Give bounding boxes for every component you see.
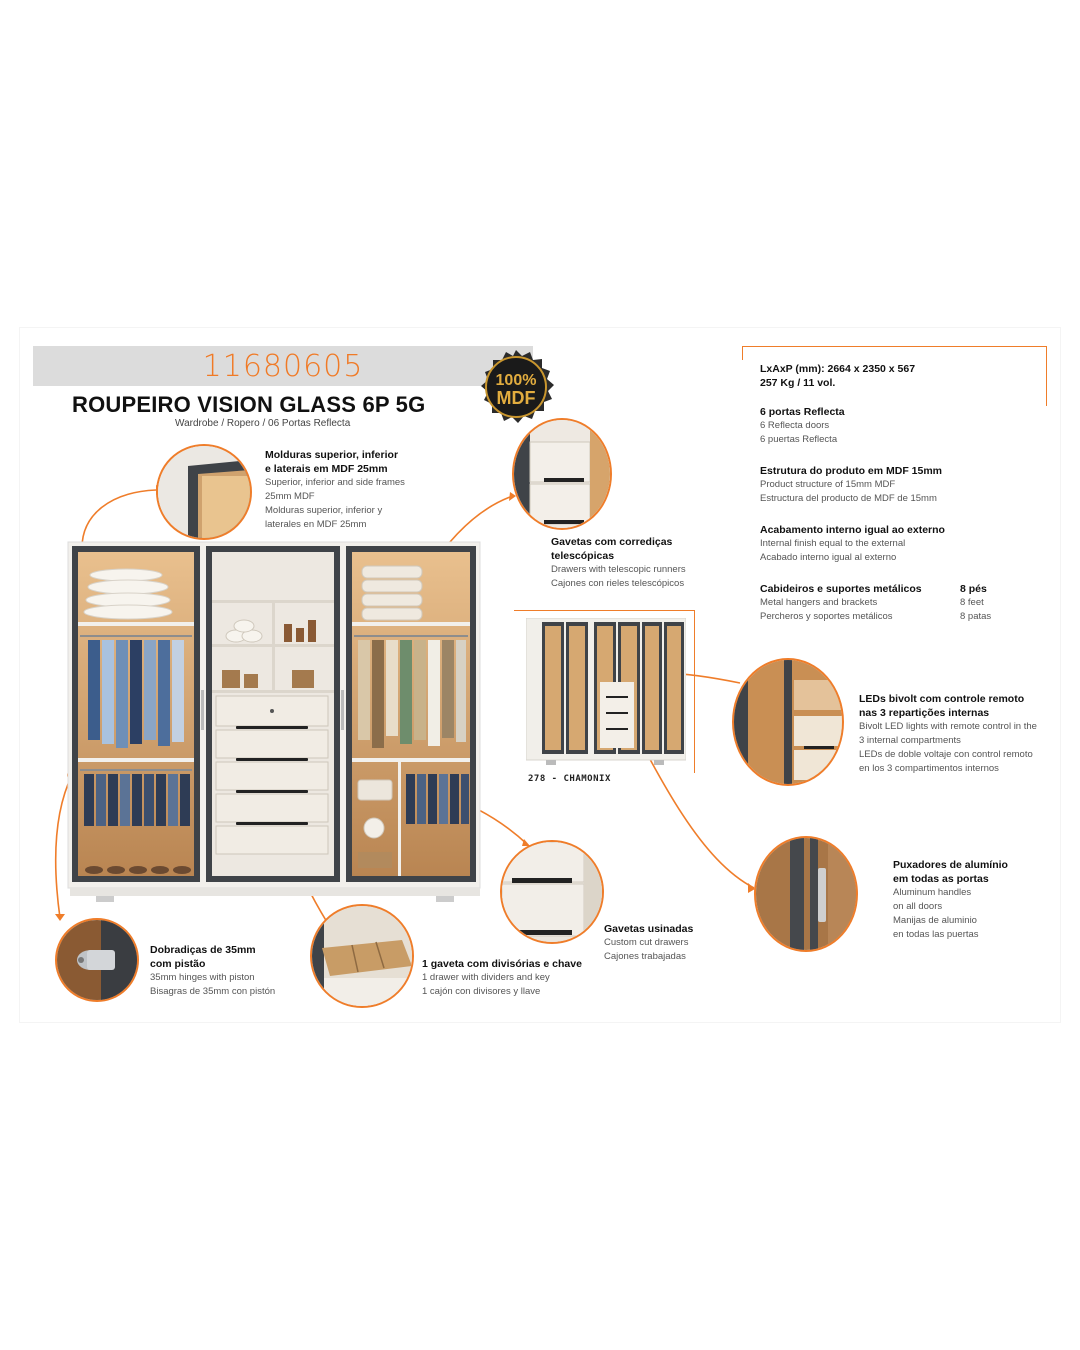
thumbnail-frame xyxy=(514,610,695,773)
handles-detail-photo xyxy=(754,836,858,952)
feature-cut-drawers-line-2: Cajones trabajadas xyxy=(604,951,686,962)
feature-hinges-title-2: com pistão xyxy=(150,958,206,970)
product-title: ROUPEIRO VISION GLASS 6P 5G xyxy=(72,392,426,417)
feature-leds-line-1: Bivolt LED lights with remote control in… xyxy=(859,721,1037,732)
feature-runners: Gavetas com corrediças telescópicas Draw… xyxy=(551,535,686,591)
thumbnail-caption: 278 - CHAMONIX xyxy=(528,774,611,784)
spec-hangers-en: Metal hangers and brackets xyxy=(760,597,878,608)
feature-handles: Puxadores de alumínio em todas as portas… xyxy=(893,858,1008,942)
feature-cut-drawers-line-1: Custom cut drawers xyxy=(604,937,689,948)
feature-leds: LEDs bivolt com controle remoto nas 3 re… xyxy=(859,692,1037,776)
spec-doors-en: 6 Reflecta doors xyxy=(760,420,830,431)
spec-finish: Acabamento interno igual ao externo Inte… xyxy=(760,523,945,565)
spec-feet-title: 8 pés xyxy=(960,583,987,595)
feature-hinges-title-1: Dobradiças de 35mm xyxy=(150,944,256,956)
cut-drawers-detail-photo xyxy=(500,840,604,944)
feature-leds-line-2: 3 internal compartments xyxy=(859,735,961,746)
spec-structure: Estrutura do produto em MDF 15mm Product… xyxy=(760,464,942,506)
feature-handles-line-2: on all doors xyxy=(893,901,943,912)
spec-hangers-title: Cabideiros e suportes metálicos xyxy=(760,583,922,595)
spec-weight-text: 257 Kg / 11 vol. xyxy=(760,377,836,389)
feature-runners-line-2: Cajones con rieles telescópicos xyxy=(551,578,685,589)
feature-runners-line-1: Drawers with telescopic runners xyxy=(551,564,686,575)
spec-feet-en: 8 feet xyxy=(960,597,984,608)
feature-key-drawer-line-1: 1 drawer with dividers and key xyxy=(422,972,550,983)
feature-hinges: Dobradiças de 35mm com pistão 35mm hinge… xyxy=(150,943,275,999)
spec-structure-title: Estrutura do produto em MDF 15mm xyxy=(760,465,943,477)
feature-frames-line-1: Superior, inferior and side frames xyxy=(265,477,405,488)
feature-frames: Molduras superior, inferior e laterais e… xyxy=(265,448,405,532)
mdf-seal-icon: 100% MDF xyxy=(481,350,554,423)
key-drawer-detail-photo xyxy=(310,904,414,1008)
feature-leds-title-1: LEDs bivolt com controle remoto xyxy=(859,693,1025,705)
feature-leds-title-2: nas 3 repartições internas xyxy=(859,707,990,719)
feature-key-drawer: 1 gaveta com divisórias e chave 1 drawer… xyxy=(422,957,582,999)
feature-handles-line-4: en todas las puertas xyxy=(893,929,979,940)
feature-handles-line-1: Aluminum handles xyxy=(893,887,972,898)
feature-key-drawer-title: 1 gaveta com divisórias e chave xyxy=(422,958,582,970)
spec-doors-title: 6 portas Reflecta xyxy=(760,406,845,418)
seal-top-text: 100% xyxy=(496,372,537,389)
spec-hangers: Cabideiros e suportes metálicos Metal ha… xyxy=(760,582,922,624)
feature-handles-title-2: em todas as portas xyxy=(893,873,989,885)
leds-detail-photo xyxy=(732,658,844,786)
seal-bottom-text: MDF xyxy=(497,388,536,408)
spec-feet-es: 8 patas xyxy=(960,611,992,622)
spec-frame-side xyxy=(1046,346,1047,406)
spec-frame-top xyxy=(742,346,1047,347)
spec-frame-left xyxy=(742,346,743,360)
feature-cut-drawers-title: Gavetas usinadas xyxy=(604,923,694,935)
feature-handles-title-1: Puxadores de alumínio xyxy=(893,859,1008,871)
feature-key-drawer-line-2: 1 cajón con divisores y llave xyxy=(422,986,541,997)
spec-finish-title: Acabamento interno igual ao externo xyxy=(760,524,945,536)
spec-structure-es: Estructura del producto de MDF de 15mm xyxy=(760,493,937,504)
feature-cut-drawers: Gavetas usinadas Custom cut drawers Cajo… xyxy=(604,922,693,964)
feature-runners-title-2: telescópicas xyxy=(551,550,615,562)
spec-dims-text: LxAxP (mm): 2664 x 2350 x 567 xyxy=(760,363,916,375)
spec-structure-en: Product structure of 15mm MDF xyxy=(760,479,896,490)
feature-frames-line-4: laterales en MDF 25mm xyxy=(265,519,367,530)
feature-handles-line-3: Manijas de aluminio xyxy=(893,915,977,926)
feature-hinges-line-1: 35mm hinges with piston xyxy=(150,972,255,983)
feature-runners-title-1: Gavetas com corrediças xyxy=(551,536,673,548)
feature-frames-line-2: 25mm MDF xyxy=(265,491,315,502)
feature-hinges-line-2: Bisagras de 35mm con pistón xyxy=(150,986,276,997)
hinge-detail-photo xyxy=(55,918,139,1002)
feature-frames-title-1: Molduras superior, inferior xyxy=(265,449,399,461)
feature-leds-line-3: LEDs de doble voltaje con control remoto xyxy=(859,749,1033,760)
spec-feet: 8 pés 8 feet 8 patas xyxy=(960,582,991,624)
product-code: 11680605 xyxy=(202,349,364,384)
feature-frames-line-3: Molduras superior, inferior y xyxy=(265,505,383,516)
spec-hangers-es: Percheros y soportes metálicos xyxy=(760,611,893,622)
feature-frames-title-2: e laterais em MDF 25mm xyxy=(265,463,388,475)
spec-doors-es: 6 puertas Reflecta xyxy=(760,434,838,445)
spec-finish-es: Acabado interno igual al externo xyxy=(760,552,897,563)
spec-dimensions: LxAxP (mm): 2664 x 2350 x 567 257 Kg / 1… xyxy=(760,362,915,390)
code-band xyxy=(33,346,533,386)
frame-detail-photo xyxy=(156,444,252,540)
spec-doors: 6 portas Reflecta 6 Reflecta doors 6 pue… xyxy=(760,405,845,447)
feature-leds-line-4: en los 3 compartimentos internos xyxy=(859,763,999,774)
runners-detail-photo xyxy=(512,418,612,530)
spec-finish-en: Internal finish equal to the external xyxy=(760,538,906,549)
product-subtitle: Wardrobe / Ropero / 06 Portas Reflecta xyxy=(175,418,351,429)
wardrobe-illustration xyxy=(67,541,481,902)
thumbnail-wardrobe xyxy=(526,618,686,765)
